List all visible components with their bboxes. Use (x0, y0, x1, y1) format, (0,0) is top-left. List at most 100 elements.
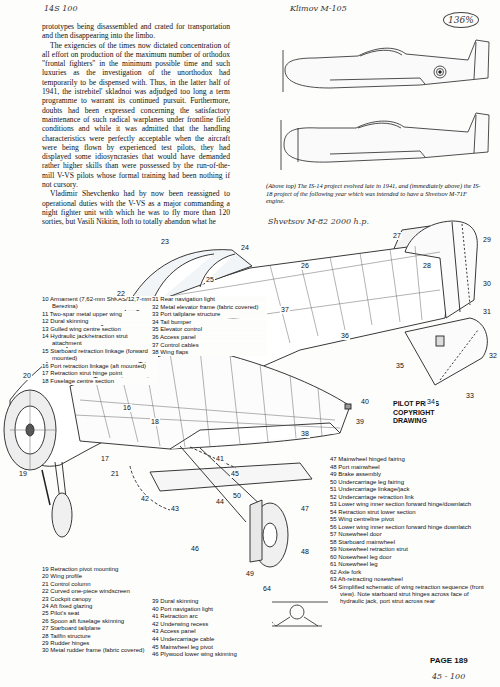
retraction-schematic (266, 602, 328, 626)
key-entry: 13 Gulled wing centre section (42, 326, 158, 333)
key-entry: 25 Pilot's seat (42, 610, 152, 617)
handwritten-note: Shvetsov M-82 2000 h.p. (268, 217, 369, 226)
aircraft-cutaway-stroke (436, 336, 444, 346)
key-entry: 39 Dural skinning (152, 598, 272, 605)
key-entry: 52 Undercarriage retraction link (330, 494, 485, 501)
handwritten-note: 45 - 100 (432, 672, 465, 681)
key-entry: 10 Armament (7,62-mm ShKAS/12,7-mm Berez… (42, 296, 158, 310)
profile-is14-stroke (439, 71, 442, 74)
callout-number: 33 (465, 392, 475, 400)
callout-number: 31 (482, 308, 492, 316)
profile-is14-stroke (437, 69, 444, 76)
key-entry: 15 Starboard retraction linkage (forward… (42, 348, 158, 362)
key-entry: 61 Nosewheel leg (330, 561, 485, 568)
callout-number: 44 (215, 498, 225, 506)
key-entry: 55 Wing centreline pivot (330, 516, 485, 523)
callout-number: 24 (240, 244, 250, 252)
key-entry: 20 Wing profile (42, 573, 152, 580)
aircraft-cutaway-stroke (130, 466, 170, 510)
key-entry: 23 Cockpit canopy (42, 596, 152, 603)
callout-number: 64 (262, 585, 272, 593)
profile-is18-stroke (284, 113, 489, 162)
key-entry: 62 Axle fork (330, 569, 485, 576)
callout-number: 45 (230, 470, 240, 478)
page-number: PAGE 189 (430, 656, 468, 665)
profile-is14-stroke (285, 40, 489, 88)
callout-number: 27 (392, 232, 402, 240)
key-entry: 51 Undercarriage linkage/jack (330, 486, 485, 493)
callout-number: 50 (232, 492, 242, 500)
callout-number: 34 (426, 398, 436, 406)
callout-number: 28 (422, 262, 432, 270)
retraction-schematic-stroke (272, 626, 322, 627)
callout-number: 35 (395, 362, 405, 370)
aircraft-cutaway-stroke (52, 493, 72, 537)
key-entry: 17 Retraction strut hinge point (42, 370, 158, 377)
callout-number: 29 (482, 236, 492, 244)
key-entry: 29 Rudder hinges (42, 640, 152, 647)
key-entry: 59 Nosewheel retraction strut (330, 546, 485, 553)
key-entry: 31 Rear navigation light (152, 296, 267, 303)
figure-caption: (Above top) The IS-14 project evolved la… (266, 182, 486, 205)
key-entry: 19 Retraction pivot mounting (42, 566, 152, 573)
key-entry: 24 Aft fixed glazing (42, 603, 152, 610)
handwritten-note: 14S 100 (44, 4, 77, 13)
body-paragraph: The exigencies of the times now dictated… (42, 41, 230, 190)
aircraft-cutaway-stroke (405, 221, 477, 318)
body-paragraph: prototypes being disassembled and crated… (42, 22, 230, 41)
profile-is18-stroke (358, 123, 401, 128)
callout-number: 37 (280, 306, 290, 314)
aircraft-cutaway-stroke (405, 318, 487, 385)
profile-is18-stroke (298, 128, 299, 162)
key-entry: 41 Retraction arc (152, 613, 272, 620)
key-entry: 43 Access panel (152, 628, 272, 635)
key-entry: 28 Tailfin structure (42, 633, 152, 640)
handwritten-note: Klimov M-105 (290, 4, 347, 13)
handwritten-note: 136% (443, 12, 479, 28)
aircraft-cutaway-stroke (10, 244, 452, 466)
key-entry: 27 Starboard tailplane (42, 625, 152, 632)
key-entry: 46 Plywood lower wing skinning (152, 651, 272, 658)
key-entry: 14 Hydraulic jack/retraction strut attac… (42, 333, 158, 347)
callout-number: 19 (18, 470, 28, 478)
key-entry: 50 Undercarriage leg fairing (330, 479, 485, 486)
profile-is18-stroke (474, 115, 476, 153)
profile-is14-stroke (474, 42, 476, 79)
profile-is18-stroke (281, 120, 282, 170)
key-entry: 56 Lower wing inner section forward hing… (330, 524, 485, 531)
key-entry: 38 Wing flaps (152, 349, 267, 356)
aircraft-cutaway-stroke (4, 390, 56, 470)
key-entry: 58 Starboard mainwheel (330, 539, 485, 546)
profile-is14 (283, 40, 489, 92)
structure-lines-stroke (270, 246, 422, 343)
key-entry: 64 Simplified schematic of wing retracti… (330, 584, 485, 605)
key-entry: 34 Tail bumper (152, 319, 267, 326)
structure-lines-stroke (10, 390, 56, 470)
aircraft-cutaway-stroke (345, 404, 351, 409)
key-entry: 18 Fuselage centre section (42, 378, 158, 385)
structure-lines-stroke (75, 400, 340, 428)
key-entry: 30 Metal rudder frame (fabric covered) (42, 647, 152, 654)
key-entry: 60 Nosewheel leg door (330, 554, 485, 561)
key-entry: 42 Underwing recess (152, 621, 272, 628)
aircraft-cutaway-stroke (200, 448, 266, 510)
key-entry: 26 Spoon aft fuselage skinning (42, 618, 152, 625)
key-entry: 12 Dural skinning (42, 318, 158, 325)
key-entry: 21 Control column (42, 581, 152, 588)
body-paragraph: Vladimir Shevchenko had by now been reas… (42, 189, 230, 226)
callout-number: 48 (300, 548, 310, 556)
aircraft-cutaway-stroke (250, 500, 262, 562)
key-entry: 45 Mainwheel leg pivot (152, 644, 272, 651)
callout-number: 40 (360, 398, 370, 406)
callout-number: 47 (300, 505, 310, 513)
structure-lines-stroke (150, 252, 440, 330)
aircraft-cutaway-stroke (42, 470, 50, 505)
aircraft-cutaway-stroke (452, 222, 460, 312)
aircraft-cutaway (4, 221, 487, 567)
key-entry: 47 Mainwheel hinged fairing (330, 456, 485, 463)
key-entry: 48 Port mainwheel (330, 464, 485, 471)
key-entry: 36 Access panel (152, 334, 267, 341)
key-entry: 40 Port navigation light (152, 606, 272, 613)
key-entry: 33 Port tailplane structure (152, 311, 267, 318)
aircraft-cutaway-stroke (263, 523, 277, 547)
